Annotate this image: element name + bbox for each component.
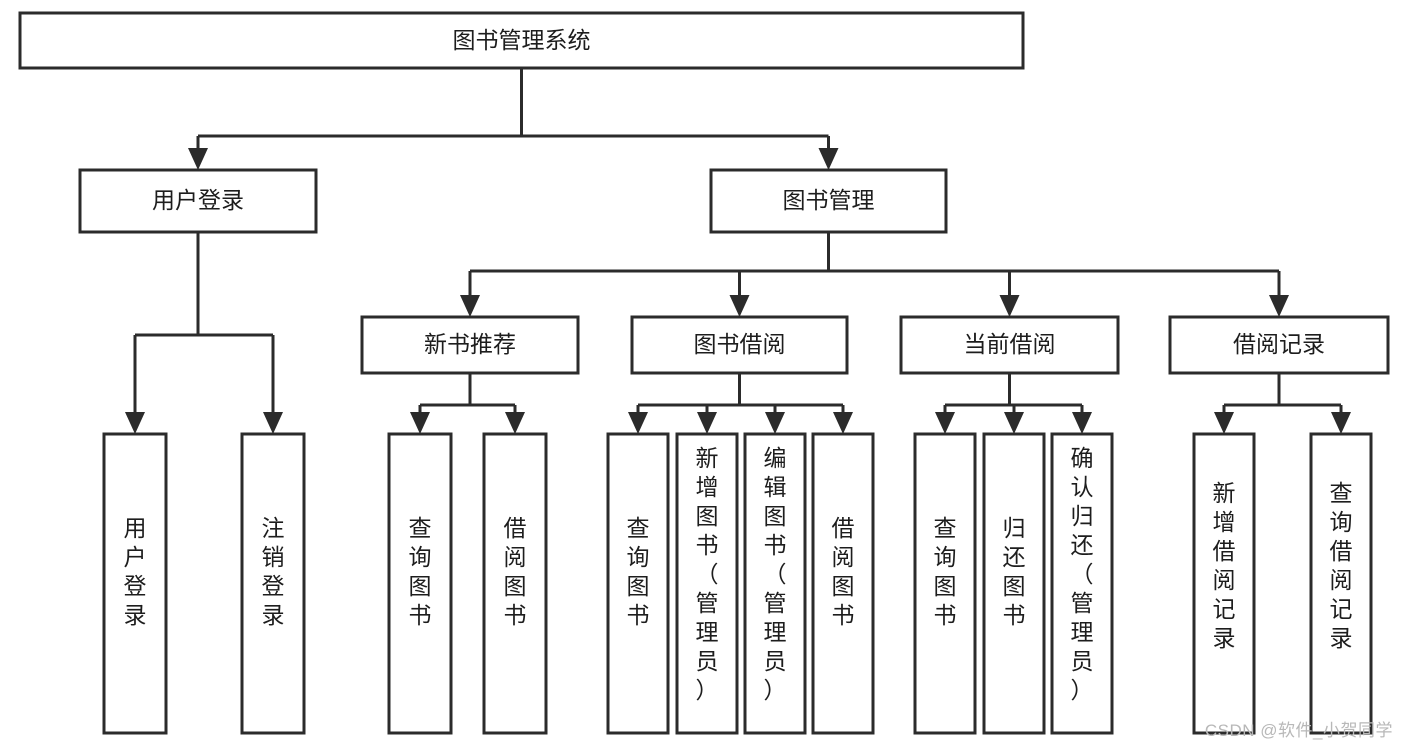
leaf-current-return-book-label: 归还图书 — [1003, 515, 1026, 628]
leaf-node[interactable]: 查询图书 — [606, 432, 670, 735]
leaf-current-confirm-return-label: 确认归还（管理员） — [1071, 445, 1094, 703]
arrowhead-leaf-borrow-add-book — [697, 412, 717, 434]
node-borrow-record[interactable]: 借阅记录 — [1168, 315, 1390, 375]
leaf-current-return-book-box[interactable] — [982, 432, 1046, 735]
node-book-borrow[interactable]: 图书借阅 — [630, 315, 849, 375]
node-layer: 图书管理系统 用户登录 图书管理 新书推荐 图书借阅 — [18, 11, 1390, 735]
leaf-node[interactable]: 用户登录 — [102, 432, 168, 735]
leaf-node[interactable]: 借阅图书 — [811, 432, 875, 735]
leaf-node[interactable]: 借阅图书 — [482, 432, 548, 735]
leaf-node[interactable]: 查询图书 — [913, 432, 977, 735]
leaf-borrow-edit-book-box[interactable] — [743, 432, 807, 735]
node-borrow-record-label: 借阅记录 — [1233, 331, 1325, 357]
node-root-label: 图书管理系统 — [453, 27, 591, 53]
leaf-node[interactable]: 注销登录 — [240, 432, 306, 735]
node-book-borrow-label: 图书借阅 — [694, 331, 786, 357]
node-user-login[interactable]: 用户登录 — [78, 168, 318, 234]
leaf-recommend-query-book-label: 查询图书 — [409, 515, 432, 628]
leaf-user-login-label: 用户登录 — [124, 515, 147, 628]
node-new-book-recommend-label: 新书推荐 — [424, 331, 516, 357]
node-new-book-recommend[interactable]: 新书推荐 — [360, 315, 580, 375]
arrowhead-leaf-record-add — [1214, 412, 1234, 434]
node-book-manage[interactable]: 图书管理 — [709, 168, 948, 234]
leaf-node[interactable]: 新增借阅记录 — [1192, 432, 1256, 735]
arrowhead-leaf-borrow-query-book — [628, 412, 648, 434]
leaf-user-logout-box[interactable] — [240, 432, 306, 735]
node-user-login-label: 用户登录 — [152, 187, 244, 213]
leaf-node[interactable]: 查询借阅记录 — [1309, 432, 1373, 735]
leaf-record-add-box[interactable] — [1192, 432, 1256, 735]
arrowhead-book-borrow — [729, 295, 750, 317]
arrowhead-leaf-borrow-edit-book — [765, 412, 785, 434]
leaf-borrow-edit-book-label: 编辑图书（管理员） — [764, 445, 787, 703]
node-new-book-recommend-box[interactable] — [360, 315, 580, 375]
arrowhead-leaf-record-query — [1331, 412, 1351, 434]
arrowhead-new-book-recommend — [460, 295, 480, 317]
node-current-borrow-label: 当前借阅 — [964, 331, 1056, 357]
arrowhead-leaf-recommend-borrow-book — [505, 412, 525, 434]
node-current-borrow[interactable]: 当前借阅 — [899, 315, 1120, 375]
node-root-box[interactable] — [18, 11, 1025, 70]
connector-new-book-recommend-bus — [418, 373, 517, 424]
leaf-borrow-borrow-book-label: 借阅图书 — [832, 515, 855, 628]
arrowhead-leaf-borrow-borrow-book — [833, 412, 853, 434]
arrowhead-leaf-recommend-query-book — [410, 412, 430, 434]
arrowhead-current-borrow — [999, 295, 1020, 317]
connector-user-login-bus — [133, 232, 275, 424]
arrowhead-leaf-current-confirm-return — [1072, 412, 1092, 434]
csdn-watermark: CSDN @软件_小贺同学 — [1204, 721, 1393, 740]
node-book-manage-box[interactable] — [709, 168, 948, 234]
leaf-borrow-query-book-box[interactable] — [606, 432, 670, 735]
leaf-recommend-borrow-book-box[interactable] — [482, 432, 548, 735]
arrowhead-leaf-current-return-book — [1004, 412, 1024, 434]
connector-root-bus — [196, 68, 830, 160]
leaf-borrow-borrow-book-box[interactable] — [811, 432, 875, 735]
connector-book-manage-bus — [468, 232, 1281, 307]
node-book-manage-label: 图书管理 — [783, 187, 875, 213]
arrowhead-borrow-record — [1269, 295, 1289, 317]
leaf-node[interactable]: 新增图书（管理员） — [675, 432, 739, 735]
leaf-recommend-borrow-book-label: 借阅图书 — [504, 515, 527, 628]
connector-layer — [125, 68, 1351, 434]
node-current-borrow-box[interactable] — [899, 315, 1120, 375]
leaf-current-query-book-box[interactable] — [913, 432, 977, 735]
leaf-borrow-add-book-label: 新增图书（管理员） — [696, 445, 719, 703]
node-book-borrow-box[interactable] — [630, 315, 849, 375]
connector-borrow-record-bus — [1222, 373, 1343, 424]
node-user-login-box[interactable] — [78, 168, 318, 234]
leaf-borrow-add-book-box[interactable] — [675, 432, 739, 735]
leaf-recommend-query-book-box[interactable] — [387, 432, 453, 735]
node-root[interactable]: 图书管理系统 — [18, 11, 1025, 70]
arrowhead-user-login — [188, 148, 208, 170]
arrowhead-leaf-current-query-book — [935, 412, 955, 434]
leaf-user-logout-label: 注销登录 — [262, 515, 285, 628]
leaf-user-login-box[interactable] — [102, 432, 168, 735]
leaf-current-confirm-return-box[interactable] — [1050, 432, 1114, 735]
leaf-node[interactable]: 编辑图书（管理员） — [743, 432, 807, 735]
leaf-record-add-label: 新增借阅记录 — [1213, 480, 1236, 651]
leaf-node[interactable]: 确认归还（管理员） — [1050, 432, 1114, 735]
leaf-record-query-label: 查询借阅记录 — [1330, 480, 1353, 651]
connector-book-borrow-bus — [636, 373, 845, 424]
leaf-record-query-box[interactable] — [1309, 432, 1373, 735]
leaf-node[interactable]: 查询图书 — [387, 432, 453, 735]
leaf-node[interactable]: 归还图书 — [982, 432, 1046, 735]
node-borrow-record-box[interactable] — [1168, 315, 1390, 375]
arrowhead-book-manage — [818, 148, 839, 170]
leaf-borrow-query-book-label: 查询图书 — [627, 515, 650, 628]
leaf-current-query-book-label: 查询图书 — [934, 515, 957, 628]
arrowhead-leaf-user-login — [125, 412, 145, 434]
arrowhead-leaf-user-logout — [263, 412, 283, 434]
